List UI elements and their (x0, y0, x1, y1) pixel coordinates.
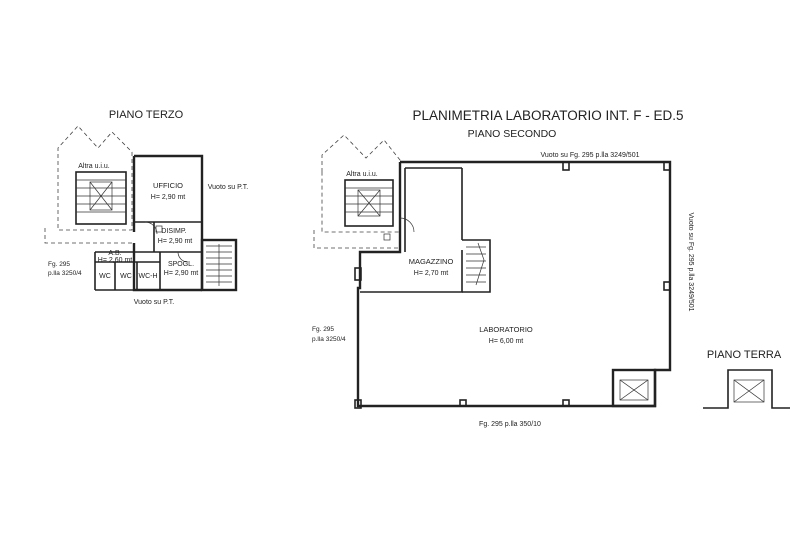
stair-well-secondo (344, 179, 394, 227)
spogl-height: H= 2,90 mt (164, 270, 198, 277)
ufficio-label: UFFICIO (153, 181, 183, 190)
spogl-label: SPOGL. (168, 261, 194, 268)
vuoto-pt-bottom-label: Vuoto su P.T. (134, 299, 175, 306)
bottom-parcel-label: Fg. 295 p.lla 350/10 (479, 421, 541, 428)
wch-label: WC-H (138, 273, 157, 280)
ab-height: H= 2,60 mt (98, 257, 132, 264)
laboratorio-height: H= 6,00 mt (489, 338, 523, 345)
ufficio-height: H= 2,90 mt (151, 194, 185, 201)
pillar (663, 281, 671, 291)
stair-magazzino (462, 239, 491, 293)
vuoto-pt-right-label: Vuoto su P.T. (208, 184, 249, 191)
vuoto-right-label: Vuoto su Fg. 295 p.lla 3249/501 (687, 213, 694, 312)
wc1-label: WC (99, 273, 111, 280)
magazzino-label: MAGAZZINO (409, 257, 454, 266)
fg-label-terzo: Fg. 295 (48, 261, 70, 268)
pillar (562, 399, 570, 407)
pillar (459, 399, 467, 407)
balcony-outline (44, 228, 132, 244)
main-title: PLANIMETRIA LABORATORIO INT. F - ED.5 (412, 108, 683, 123)
altra-uiu-outline (57, 125, 133, 231)
laboratorio-outer-walls (356, 160, 672, 408)
piano-terzo-plan: Altra u.i.u. UFFICIO H= 2,90 mt Vuoto su… (44, 125, 249, 306)
fg-label-secondo: Fg. 295 (312, 326, 334, 333)
lift-shaft (611, 368, 657, 408)
plla-label-terzo: p.lla 3250/4 (48, 270, 82, 277)
pillar (354, 399, 362, 409)
piano-terzo-title: PIANO TERZO (109, 109, 184, 121)
magazzino-height: H= 2,70 mt (414, 270, 448, 277)
altra-uiu-label-terzo: Altra u.i.u. (78, 163, 110, 170)
disimp-height: H= 2,90 mt (158, 238, 192, 245)
altra-uiu-label-secondo: Altra u.i.u. (346, 171, 378, 178)
piano-terra-title: PIANO TERRA (707, 349, 782, 361)
ab-label: A.B. (108, 250, 121, 257)
stair-well-upper (75, 171, 127, 225)
balcony-outline-secondo (313, 230, 400, 249)
pillar (562, 161, 570, 171)
wc2-label: WC (120, 273, 132, 280)
stair-well-right (200, 238, 238, 292)
plla-label-secondo: p.lla 3250/4 (312, 336, 346, 343)
disimp-label: DISIMP. (161, 228, 186, 235)
piano-secondo-title: PIANO SECONDO (468, 128, 557, 140)
altra-uiu-outline-secondo (321, 134, 401, 233)
pillar (354, 267, 362, 281)
laboratorio-label: LABORATORIO (479, 325, 533, 334)
piano-terra-plan (703, 369, 790, 409)
vuoto-top-label: Vuoto su Fg. 295 p.lla 3249/501 (541, 152, 640, 159)
pillar (663, 161, 671, 171)
piano-secondo-plan: Altra u.i.u. Vuoto su Fg. 295 p.lla 3249… (312, 134, 694, 428)
